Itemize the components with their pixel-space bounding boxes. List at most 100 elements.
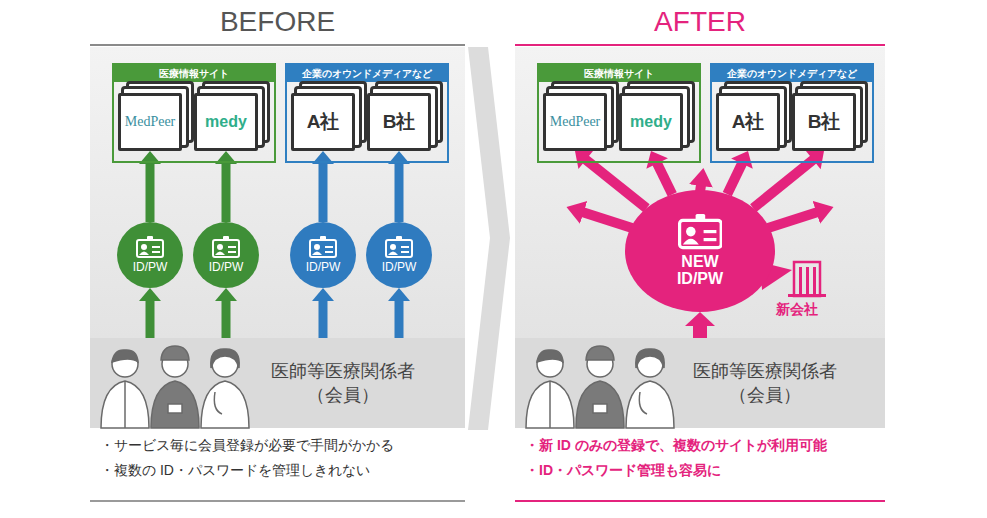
member-band-ground [515,338,885,428]
note-text: ・ID・パスワード管理も容易に [525,462,721,480]
person-body [576,381,624,428]
monitor-screen: medy [194,93,258,151]
panel-ground [515,47,885,338]
connector-shaft [222,163,231,222]
person-badge [593,404,607,413]
person-cap [586,346,614,360]
card-head [686,227,696,237]
group-box: 企業のオウンドメディアなど A社 B社 [285,63,449,163]
company-label: 新会社 [776,301,818,319]
connector-arrow [685,312,715,338]
group-heading: 医療情報サイト [539,65,699,82]
person-coat-line [549,381,551,428]
people-illustration [526,346,674,428]
connector-arrow [727,151,752,194]
connector-shaft [753,159,814,208]
connector-arrow [646,151,672,194]
panel-title: AFTER [515,6,885,38]
card-body [312,251,322,255]
group-box: 医療情報サイトMedPeermedy [537,63,701,163]
card-line [228,246,236,248]
id-circle: ID/PW [193,222,259,288]
id-label: ID/PW [371,261,427,274]
person-hair [636,349,664,368]
card-outline [137,240,163,257]
monitor-screen: B社 [367,93,431,151]
arrow-head [685,312,715,326]
card-clip [695,214,705,222]
person-body [101,381,149,428]
card-line [325,251,333,253]
group-heading: 医療情報サイト [114,65,274,82]
fan-arrow [576,210,632,228]
person-badge [168,404,182,413]
card-line [401,246,409,248]
person-body [526,381,574,428]
group-heading: 企業のオウンドメディアなど [287,65,447,82]
panel-bottom-rule [515,500,885,502]
panel-top-rule [90,44,465,46]
connector-shaft [319,163,328,222]
connector-shaft [693,325,707,338]
monitor-screen: B社 [792,93,856,151]
monitor-screen: A社 [716,93,780,151]
arrow-head [646,151,668,169]
building-stripe [799,267,802,296]
id-card-icon [309,236,337,258]
id-label: NEW ID/PW [665,253,735,288]
connector-shaft [319,300,328,338]
arrow-head [139,288,161,301]
person-stethoscope [214,392,222,414]
connector-arrow [575,150,647,208]
member-label: 医師等医療関係者 （会員） [685,359,845,408]
member-band: 医師等医療関係者 （会員） [515,338,885,428]
id-label: ID/PW [198,261,254,274]
connector-arrow [388,288,410,338]
connector-arrow [753,150,824,208]
id-circle: ID/PW [366,222,432,288]
panel-title: BEFORE [90,6,465,38]
site-name: MedPeer [125,114,176,130]
person-cap [161,346,189,360]
id-card-icon [678,214,723,249]
connector-shaft [585,159,646,208]
person-hair [537,350,563,362]
id-card-icon [385,236,413,258]
group-box: 企業のオウンドメディアなどA社B社 [710,63,874,163]
card-outline [213,240,239,257]
panel-top-rule [515,44,885,46]
connector-shaft [146,300,155,338]
card-clip [147,236,153,241]
card-clip [223,236,229,241]
id-circle: NEW ID/PW [625,190,775,312]
member-band-ground [90,338,465,428]
person-body [201,381,249,428]
building-stripe [813,267,816,296]
note-text: ・サービス毎に会員登録が必要で手間がかかる [100,437,394,455]
connector-arrow [139,288,161,338]
member-band: 医師等医療関係者 （会員） [90,338,465,428]
arrow-head [215,288,237,301]
arrow-head [731,151,753,169]
card-line [703,238,716,241]
card-head [141,244,147,250]
card-line [152,251,160,253]
card-body [139,251,149,255]
monitor-screen: A社 [291,93,355,151]
connector-shaft [395,300,404,338]
card-head [217,244,223,250]
connector-shaft [657,163,673,195]
card-clip [320,236,326,241]
card-body [215,251,225,255]
site-name: B社 [808,109,841,135]
group-box: 医療情報サイト MedPeer medy [112,63,276,163]
site-name: A社 [307,109,340,135]
person-coat-line [124,381,126,428]
id-circle: ID/PW [290,222,356,288]
card-head [390,244,396,250]
monitor-screen: medy [619,93,683,151]
person-body [151,381,199,428]
building-base [788,294,826,297]
card-head [314,244,320,250]
